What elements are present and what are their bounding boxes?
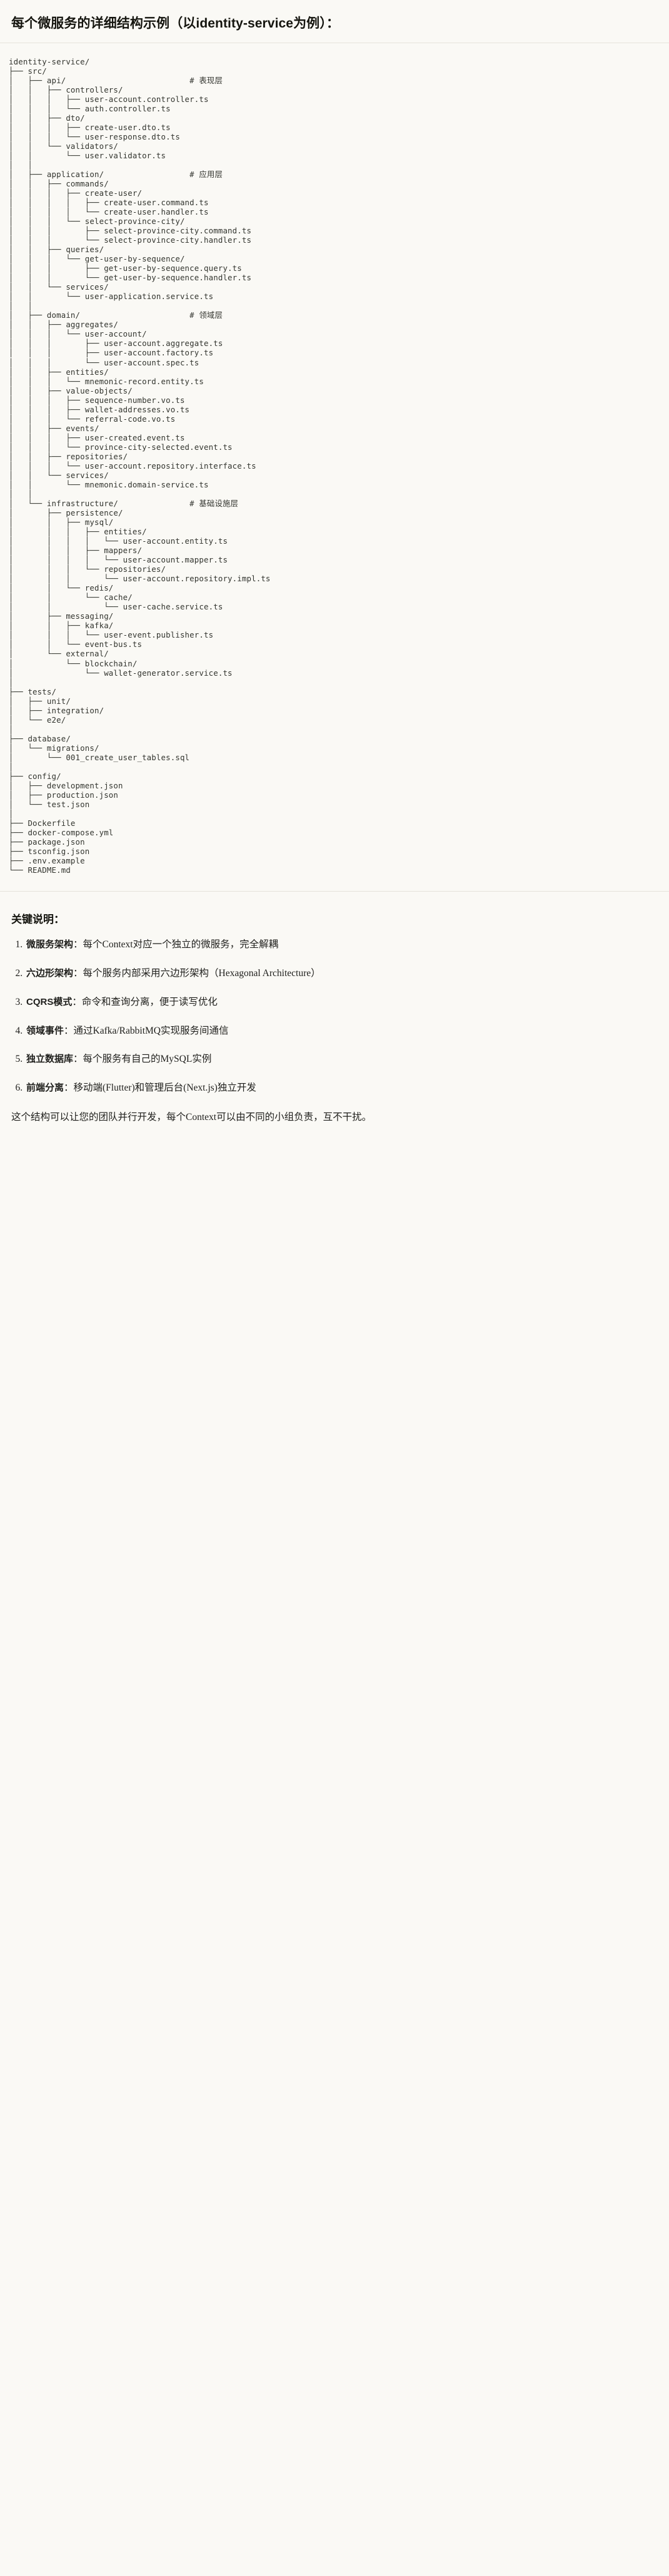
note-term: 微服务架构	[26, 939, 74, 950]
directory-tree-container: identity-service/ ├── src/ │ ├── api/ # …	[0, 43, 669, 882]
note-desc: ：每个服务有自己的MySQL实例	[73, 1054, 212, 1065]
note-term: 六边形架构	[26, 968, 74, 979]
key-notes-list: 微服务架构：每个Context对应一个独立的微服务，完全解耦 六边形架构：每个服…	[11, 937, 658, 1096]
directory-tree: identity-service/ ├── src/ │ ├── api/ # …	[9, 56, 271, 875]
key-notes-title: 关键说明：	[11, 914, 64, 926]
list-item: 微服务架构：每个Context对应一个独立的微服务，完全解耦	[25, 937, 658, 953]
note-desc: ：每个服务内部采用六边形架构（Hexagonal Architecture）	[73, 968, 321, 979]
list-item: 独立数据库：每个服务有自己的MySQL实例	[25, 1052, 658, 1067]
key-notes-section: 关键说明： 微服务架构：每个Context对应一个独立的微服务，完全解耦 六边形…	[0, 892, 669, 1135]
note-desc: ：每个Context对应一个独立的微服务，完全解耦	[73, 939, 279, 950]
list-item: 领域事件：通过Kafka/RabbitMQ实现服务间通信	[25, 1024, 658, 1039]
list-item: 六边形架构：每个服务内部采用六边形架构（Hexagonal Architectu…	[25, 966, 658, 982]
notes-divider	[0, 891, 669, 892]
note-term: 领域事件	[26, 1025, 64, 1036]
note-desc: ：通过Kafka/RabbitMQ实现服务间通信	[64, 1025, 229, 1036]
note-term: 前端分离	[26, 1082, 64, 1094]
page-title: 每个微服务的详细结构示例（以identity-service为例）：	[11, 16, 340, 31]
note-desc: ：命令和查询分离，便于读写优化	[72, 996, 218, 1007]
note-desc: ：移动端(Flutter)和管理后台(Next.js)独立开发	[64, 1082, 256, 1094]
page-root: 每个微服务的详细结构示例（以identity-service为例）： ident…	[0, 0, 669, 1136]
list-item: 前端分离：移动端(Flutter)和管理后台(Next.js)独立开发	[25, 1081, 658, 1096]
closing-paragraph: 这个结构可以让您的团队并行开发，每个Context可以由不同的小组负责，互不干扰…	[11, 1112, 372, 1123]
note-term: CQRS模式	[26, 996, 73, 1007]
list-item: CQRS模式：命令和查询分离，便于读写优化	[25, 995, 658, 1011]
note-term: 独立数据库	[26, 1054, 74, 1065]
